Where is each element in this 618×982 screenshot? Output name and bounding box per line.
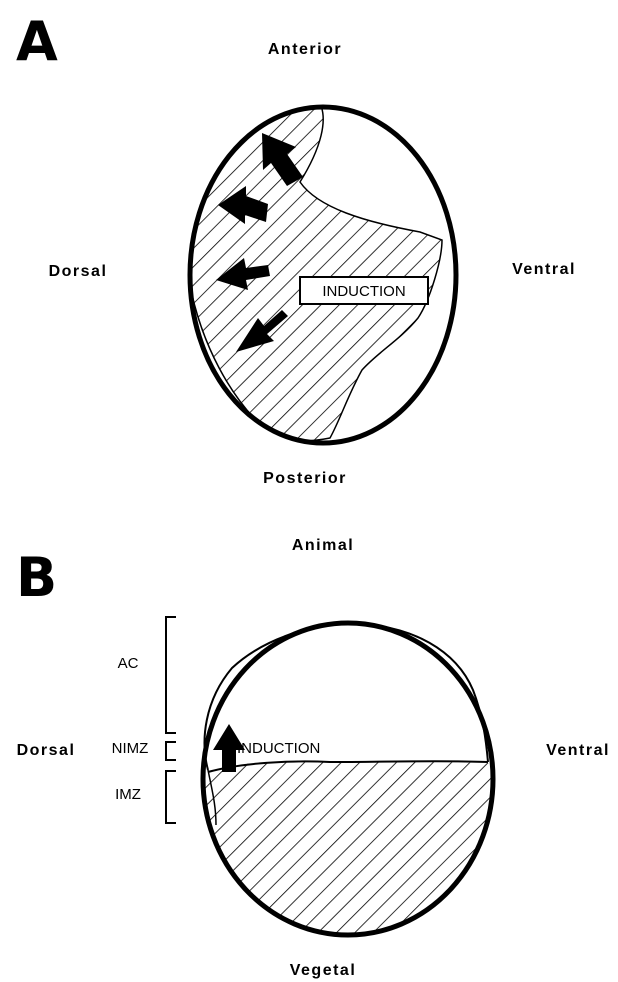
- panel-b: B Animal Vegetal Dorsal Ventral AC NIMZ …: [16, 537, 610, 979]
- nimz-region-label: NIMZ: [112, 740, 149, 757]
- vegetal-hatched-region: [195, 761, 500, 940]
- ventral-label-a: Ventral: [512, 261, 576, 278]
- dorsal-label-a: Dorsal: [49, 263, 108, 280]
- panel-a-letter: A: [16, 10, 58, 73]
- animal-label: Animal: [292, 537, 354, 554]
- panel-a: A Anterior Posterior Dorsal Ventral INDU…: [16, 10, 576, 487]
- anterior-label: Anterior: [268, 41, 342, 58]
- panel-b-letter: B: [16, 546, 57, 609]
- ventral-label-b: Ventral: [546, 742, 610, 759]
- induction-label-b: INDUCTION: [237, 740, 320, 757]
- imz-region-label: IMZ: [115, 786, 141, 803]
- ac-region-label: AC: [118, 655, 139, 672]
- ac-bracket: [166, 617, 176, 733]
- dorsal-label-b: Dorsal: [17, 742, 76, 759]
- imz-bracket: [166, 771, 176, 823]
- vegetal-label: Vegetal: [290, 962, 357, 979]
- nimz-bracket: [166, 742, 176, 760]
- induction-label-a: INDUCTION: [322, 283, 405, 300]
- posterior-label: Posterior: [263, 470, 347, 487]
